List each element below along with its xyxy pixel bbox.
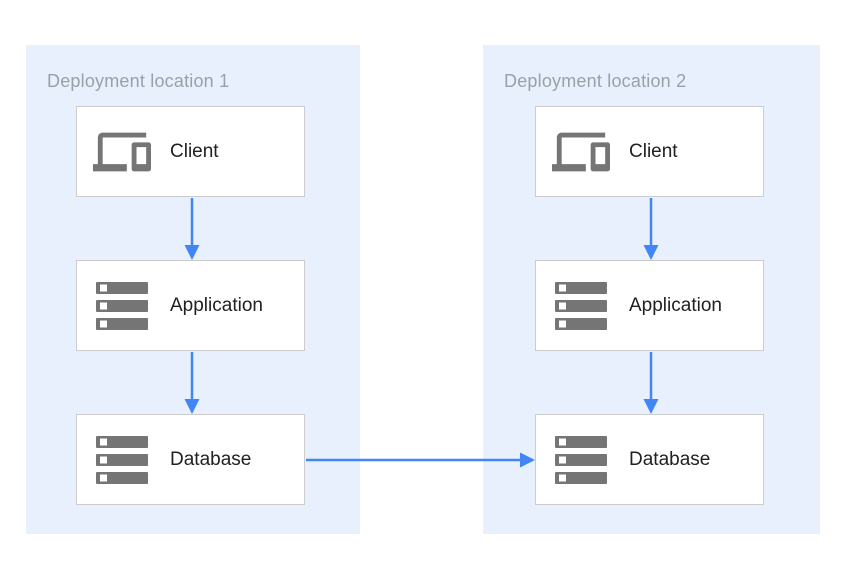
node-label: Client: [170, 140, 219, 162]
node-label: Client: [629, 140, 678, 162]
zone-label: Deployment location 2: [504, 71, 687, 91]
node-label: Application: [629, 294, 722, 316]
deployment-zone-2: Deployment location 2 Client: [483, 45, 820, 534]
storage-icon: [93, 435, 151, 484]
devices-icon: [552, 123, 610, 181]
node-database-2: Database: [535, 414, 764, 505]
node-label: Application: [170, 294, 263, 316]
storage-icon: [552, 281, 610, 330]
storage-icon: [552, 435, 610, 484]
node-application-1: Application: [76, 260, 305, 351]
node-application-2: Application: [535, 260, 764, 351]
node-client-2: Client: [535, 106, 764, 197]
node-label: Database: [629, 448, 711, 470]
node-database-1: Database: [76, 414, 305, 505]
storage-icon: [93, 281, 151, 330]
zone-label: Deployment location 1: [47, 71, 230, 91]
deployment-zone-1: Deployment location 1 Client: [26, 45, 360, 534]
node-label: Database: [170, 448, 252, 470]
node-client-1: Client: [76, 106, 305, 197]
devices-icon: [93, 123, 151, 181]
